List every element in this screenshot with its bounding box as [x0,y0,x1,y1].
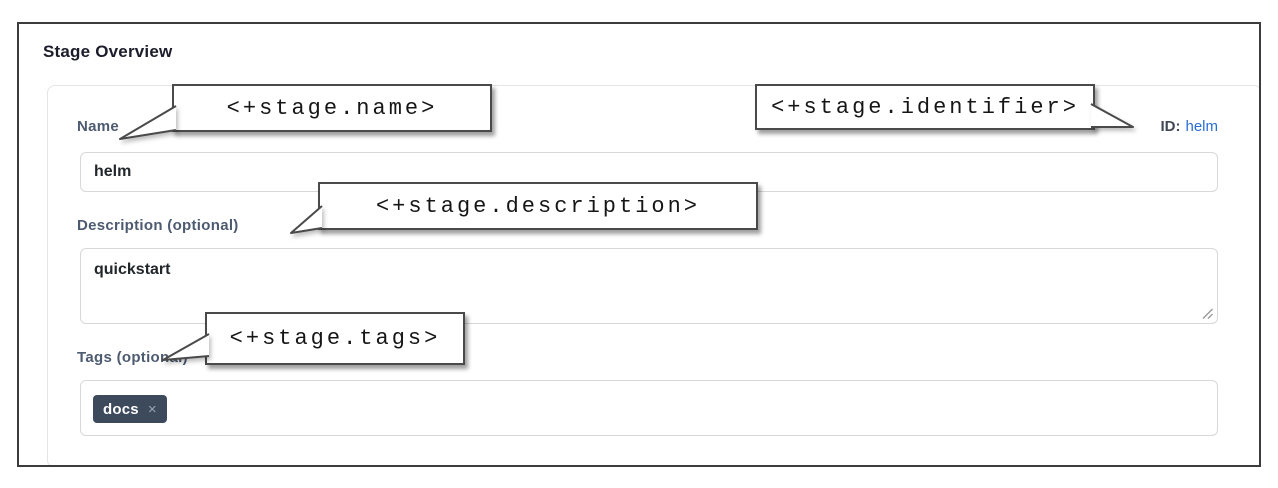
callout-tail-description-icon [290,205,323,234]
id-value: helm [1185,118,1218,135]
page-title: Stage Overview [43,42,173,61]
textarea-resize-handle-icon[interactable] [1201,307,1214,320]
id-label: ID: [1160,118,1181,135]
tag-chip-label: docs [103,400,139,418]
description-textarea[interactable]: quickstart [80,248,1218,324]
annotation-callout-identifier: <+stage.identifier> [755,84,1095,130]
annotation-callout-name: <+stage.name> [172,84,492,132]
description-field-label: Description (optional) [77,217,239,234]
annotation-callout-tags: <+stage.tags> [205,312,465,365]
callout-tail-name-icon [119,105,177,140]
id-row: ID:helm [1160,118,1218,135]
annotation-text-identifier: <+stage.identifier> [771,94,1079,120]
annotation-text-tags: <+stage.tags> [229,326,441,351]
tags-input[interactable]: docs × [80,380,1218,436]
annotation-text-name: <+stage.name> [226,95,438,121]
tags-field-label: Tags (optional) [77,349,188,366]
tag-chip: docs × [93,395,167,423]
callout-tail-tags-icon [162,333,210,361]
remove-tag-icon[interactable]: × [147,400,157,418]
annotation-callout-description: <+stage.description> [318,182,758,230]
callout-tail-identifier-icon [1090,103,1134,128]
name-field-label: Name [77,118,120,135]
screenshot-frame: Stage Overview Name ID:helm Description … [17,22,1261,467]
annotation-text-description: <+stage.description> [375,193,701,219]
